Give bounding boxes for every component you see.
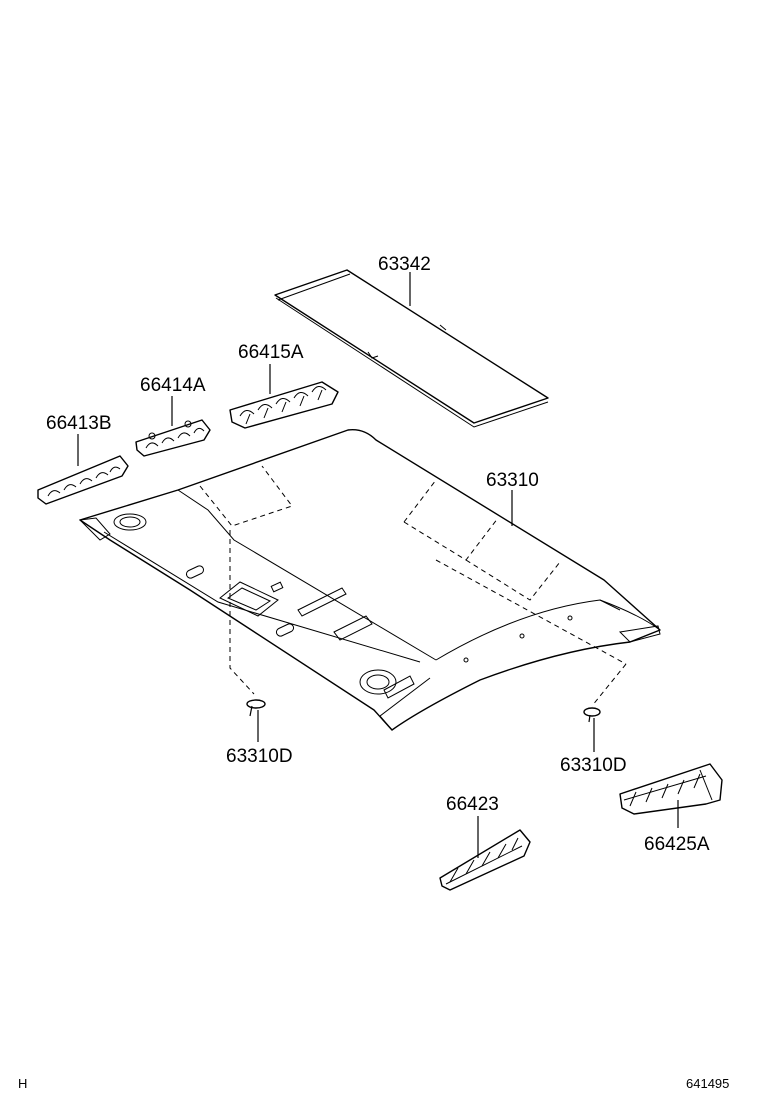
label-63310D-left: 63310D [226,746,293,767]
sunshade-panel-63342[interactable] [274,269,549,428]
clip-63310D-left[interactable] [246,699,266,717]
footer-right-code: 641495 [686,1076,729,1091]
label-66415A: 66415A [238,342,304,363]
roof-headlining-63310[interactable] [78,429,661,731]
label-66414A: 66414A [140,375,206,396]
label-63342: 63342 [378,254,431,275]
pad-66423[interactable] [439,829,531,891]
label-66423: 66423 [446,794,499,815]
pad-66425A[interactable] [619,763,723,815]
pad-66414A[interactable] [135,419,211,457]
label-66425A: 66425A [644,834,710,855]
pad-66415A[interactable] [229,381,339,429]
pad-66413B[interactable] [37,455,129,505]
label-66413B: 66413B [46,413,112,434]
label-63310: 63310 [486,470,539,491]
footer-left-code: H [18,1076,27,1091]
label-63310D-right: 63310D [560,755,627,776]
clip-63310D-right[interactable] [583,663,627,723]
